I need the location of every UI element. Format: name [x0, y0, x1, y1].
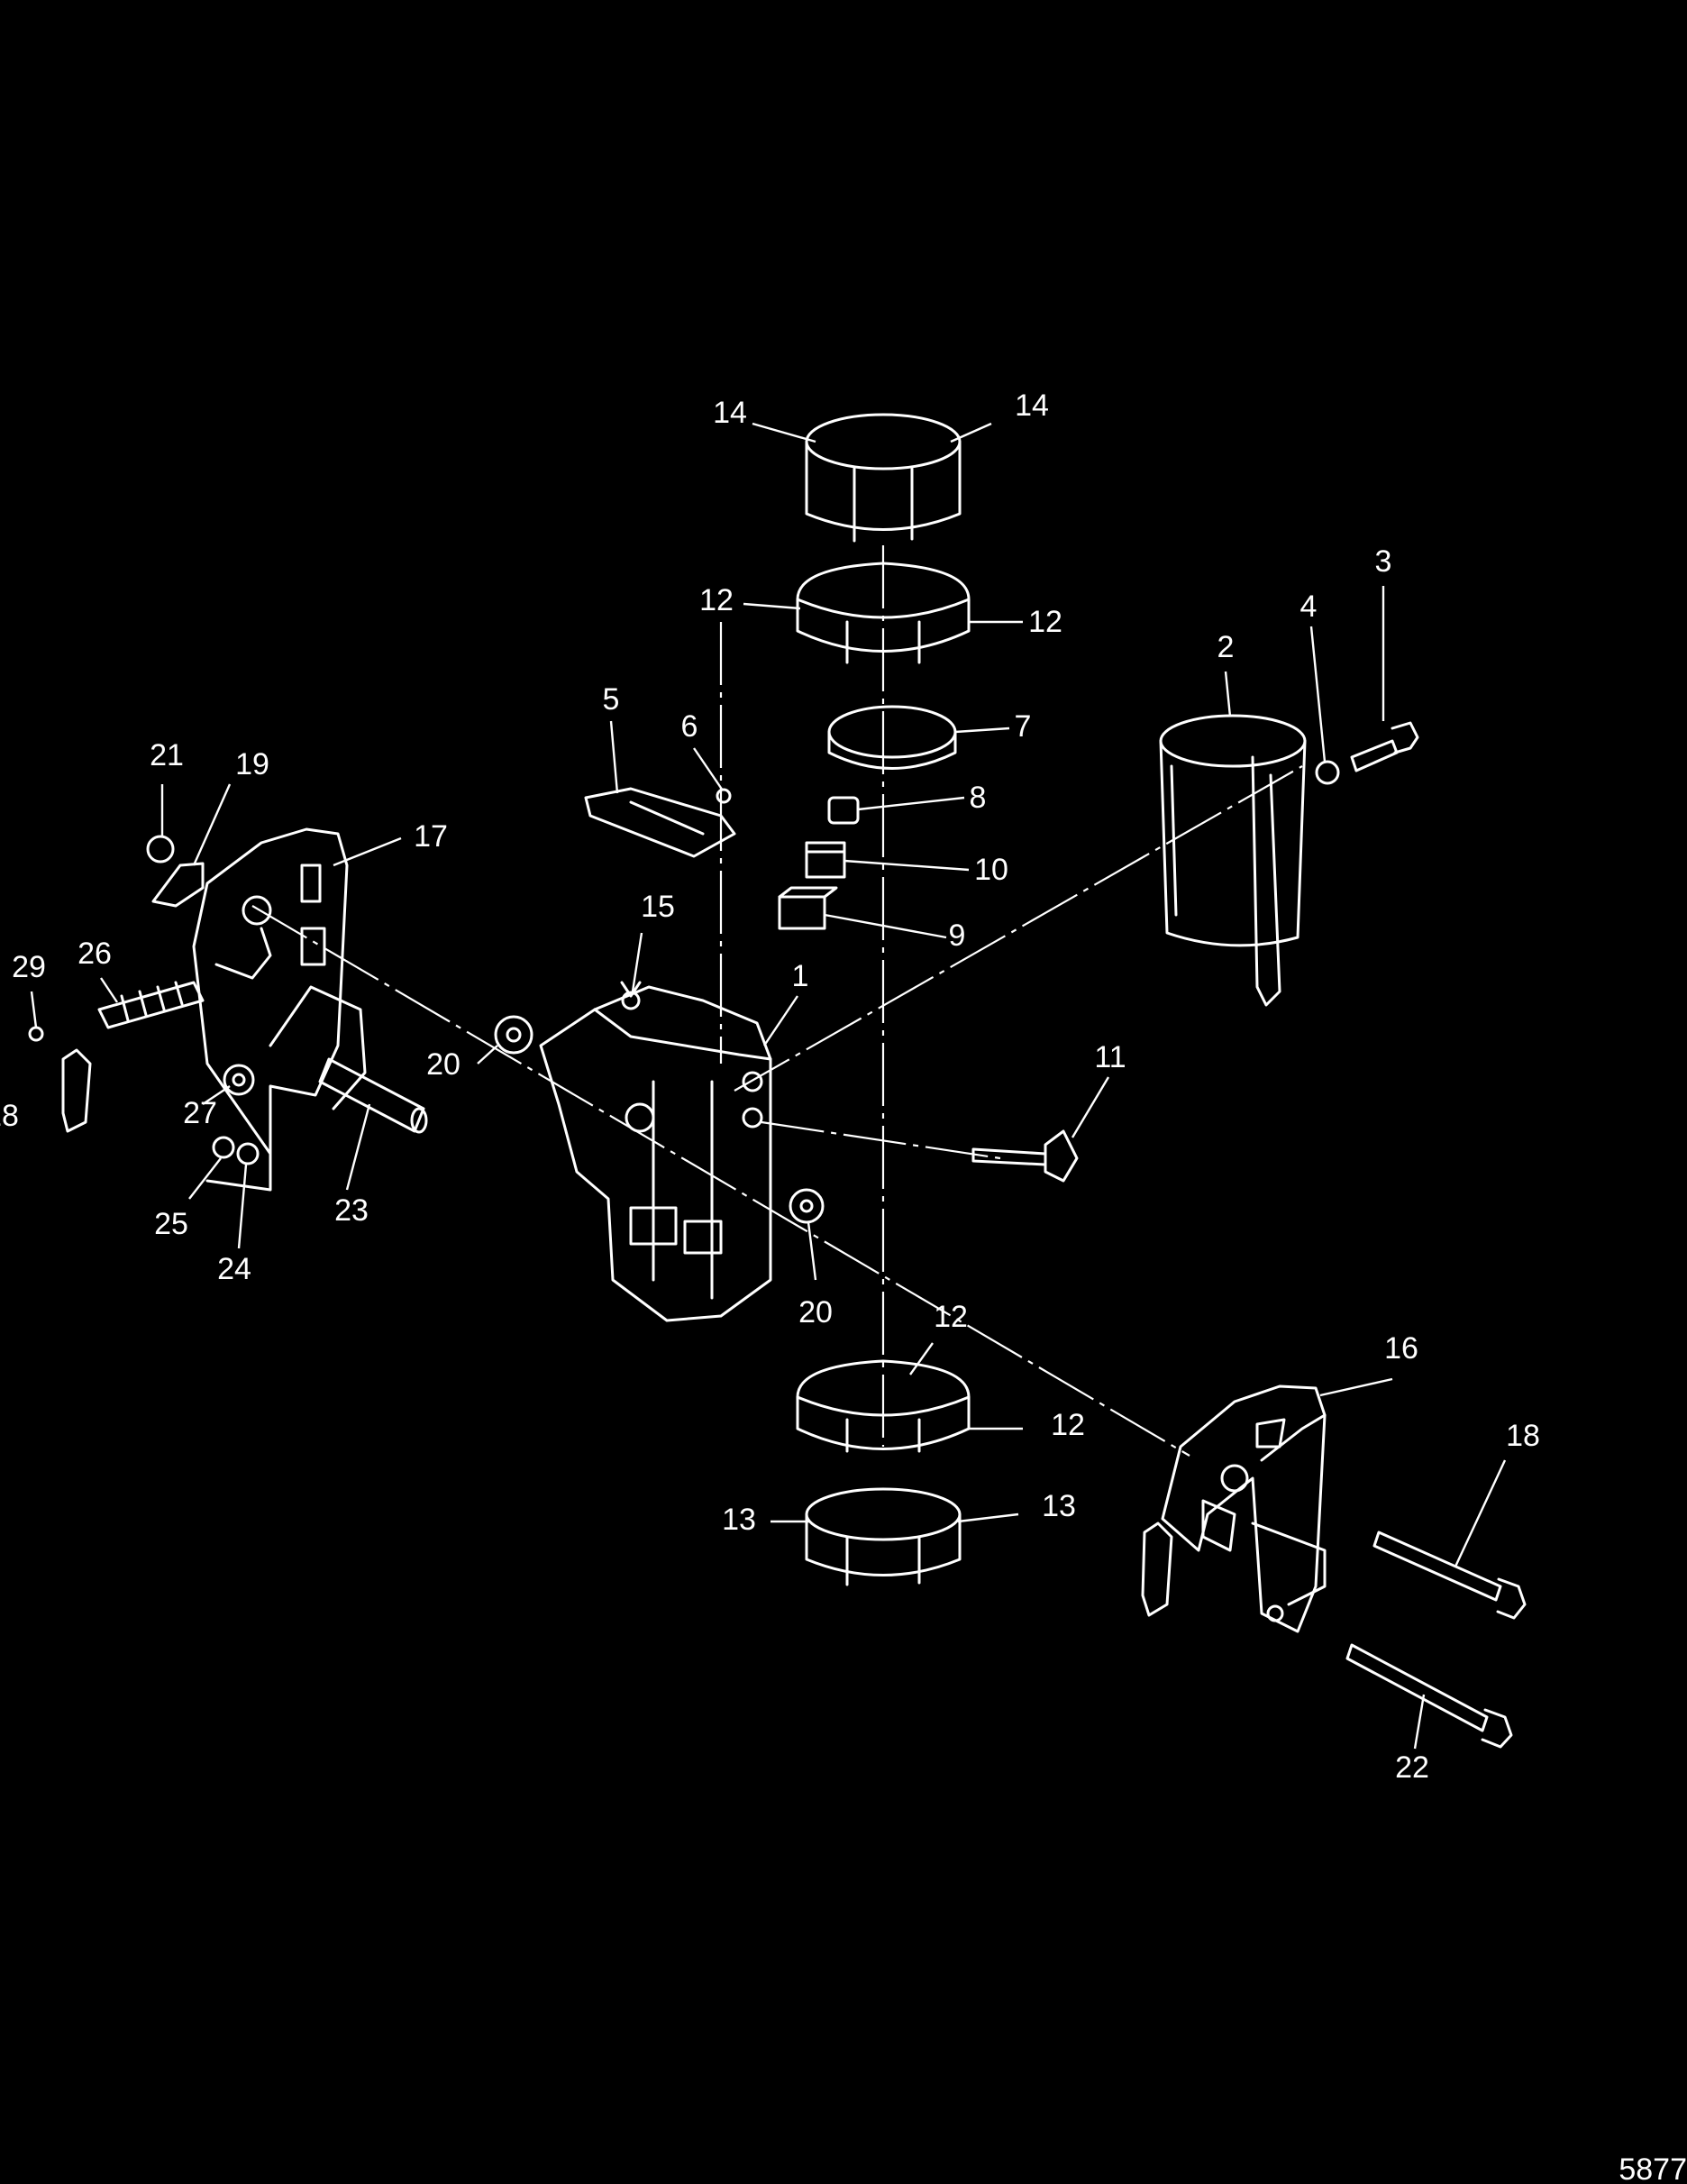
screw-26: [97, 981, 205, 1029]
callout-23: 23: [334, 1193, 369, 1228]
callout-28: 28: [0, 1099, 19, 1133]
lower-bushing-13: [805, 1487, 962, 1586]
callout-8: 8: [970, 781, 987, 815]
callout-24: 24: [217, 1252, 251, 1286]
screw-6: [716, 788, 732, 804]
callout-22: 22: [1395, 1750, 1429, 1785]
callout-10: 10: [974, 853, 1008, 887]
stern-bracket-2: [1159, 714, 1307, 1007]
callout-7: 7: [1015, 709, 1032, 744]
callout-29: 29: [12, 950, 46, 984]
tilt-tube-axis: [251, 905, 1190, 1457]
bolt-18: [1372, 1531, 1527, 1620]
figure-reference-number: 5877: [1619, 2152, 1687, 2184]
leader-lines: [30, 422, 1507, 1750]
nut-8: [827, 796, 860, 825]
callout-14-right: 14: [1015, 388, 1049, 423]
callout-20-upper: 20: [426, 1047, 461, 1082]
wing-screw-11: [971, 1129, 1079, 1183]
bolt-22: [1345, 1643, 1513, 1749]
swivel-bracket-1: [539, 985, 772, 1322]
callout-12-lower-upper: 12: [934, 1300, 968, 1334]
washer-24: [236, 1142, 260, 1165]
swivel-bracket-axis: [734, 765, 1303, 1092]
callout-numbers: 14 14 12 12 3 4 2 5 6 7 8 10 9 21 19 17 …: [0, 388, 1540, 1785]
callout-13-right: 13: [1042, 1489, 1076, 1523]
washer-20-upper: [494, 1015, 533, 1055]
plate-9: [778, 886, 838, 930]
callout-21: 21: [150, 738, 184, 772]
callout-3: 3: [1375, 544, 1392, 579]
callout-6: 6: [681, 709, 698, 744]
plate-5: [584, 787, 736, 858]
nut-25: [212, 1136, 235, 1159]
callout-27: 27: [183, 1096, 217, 1130]
callout-16: 16: [1384, 1331, 1418, 1366]
bolt-3: [1350, 721, 1419, 772]
washer-20-lower: [789, 1188, 825, 1224]
pad-27: [223, 1064, 255, 1096]
washer-4: [1315, 760, 1340, 785]
nut-21: [146, 835, 175, 864]
callout-15: 15: [641, 890, 675, 924]
tilt-lock-axis: [761, 1120, 1001, 1160]
callout-25: 25: [154, 1207, 188, 1241]
callout-19: 19: [235, 747, 269, 781]
callout-17: 17: [414, 819, 448, 854]
callout-20-lower: 20: [798, 1295, 833, 1330]
callout-2: 2: [1217, 630, 1235, 664]
callout-12-upper-right: 12: [1028, 605, 1062, 639]
callout-18: 18: [1506, 1419, 1540, 1453]
callout-11: 11: [1094, 1040, 1126, 1074]
callout-26: 26: [78, 937, 112, 971]
callout-9: 9: [949, 918, 966, 953]
upper-bushing-14: [805, 413, 962, 543]
callout-13-left: 13: [722, 1503, 756, 1537]
callout-14-left: 14: [713, 396, 747, 430]
upper-bushing-12: [796, 562, 971, 664]
clip-19: [151, 862, 205, 908]
callout-12-lower-right: 12: [1051, 1408, 1085, 1442]
handle-28: [61, 1048, 92, 1133]
tube-23: [318, 1057, 428, 1134]
transom-bracket-16: [1141, 1384, 1327, 1633]
callout-5: 5: [603, 682, 620, 717]
callout-12-upper-left: 12: [699, 583, 734, 617]
block-10: [805, 841, 846, 879]
transom-bracket-17: [192, 827, 367, 1192]
callout-4: 4: [1300, 589, 1318, 624]
grease-fitting-15: [620, 981, 642, 1010]
callout-1: 1: [792, 959, 809, 993]
lower-bushing-12: [796, 1359, 971, 1453]
